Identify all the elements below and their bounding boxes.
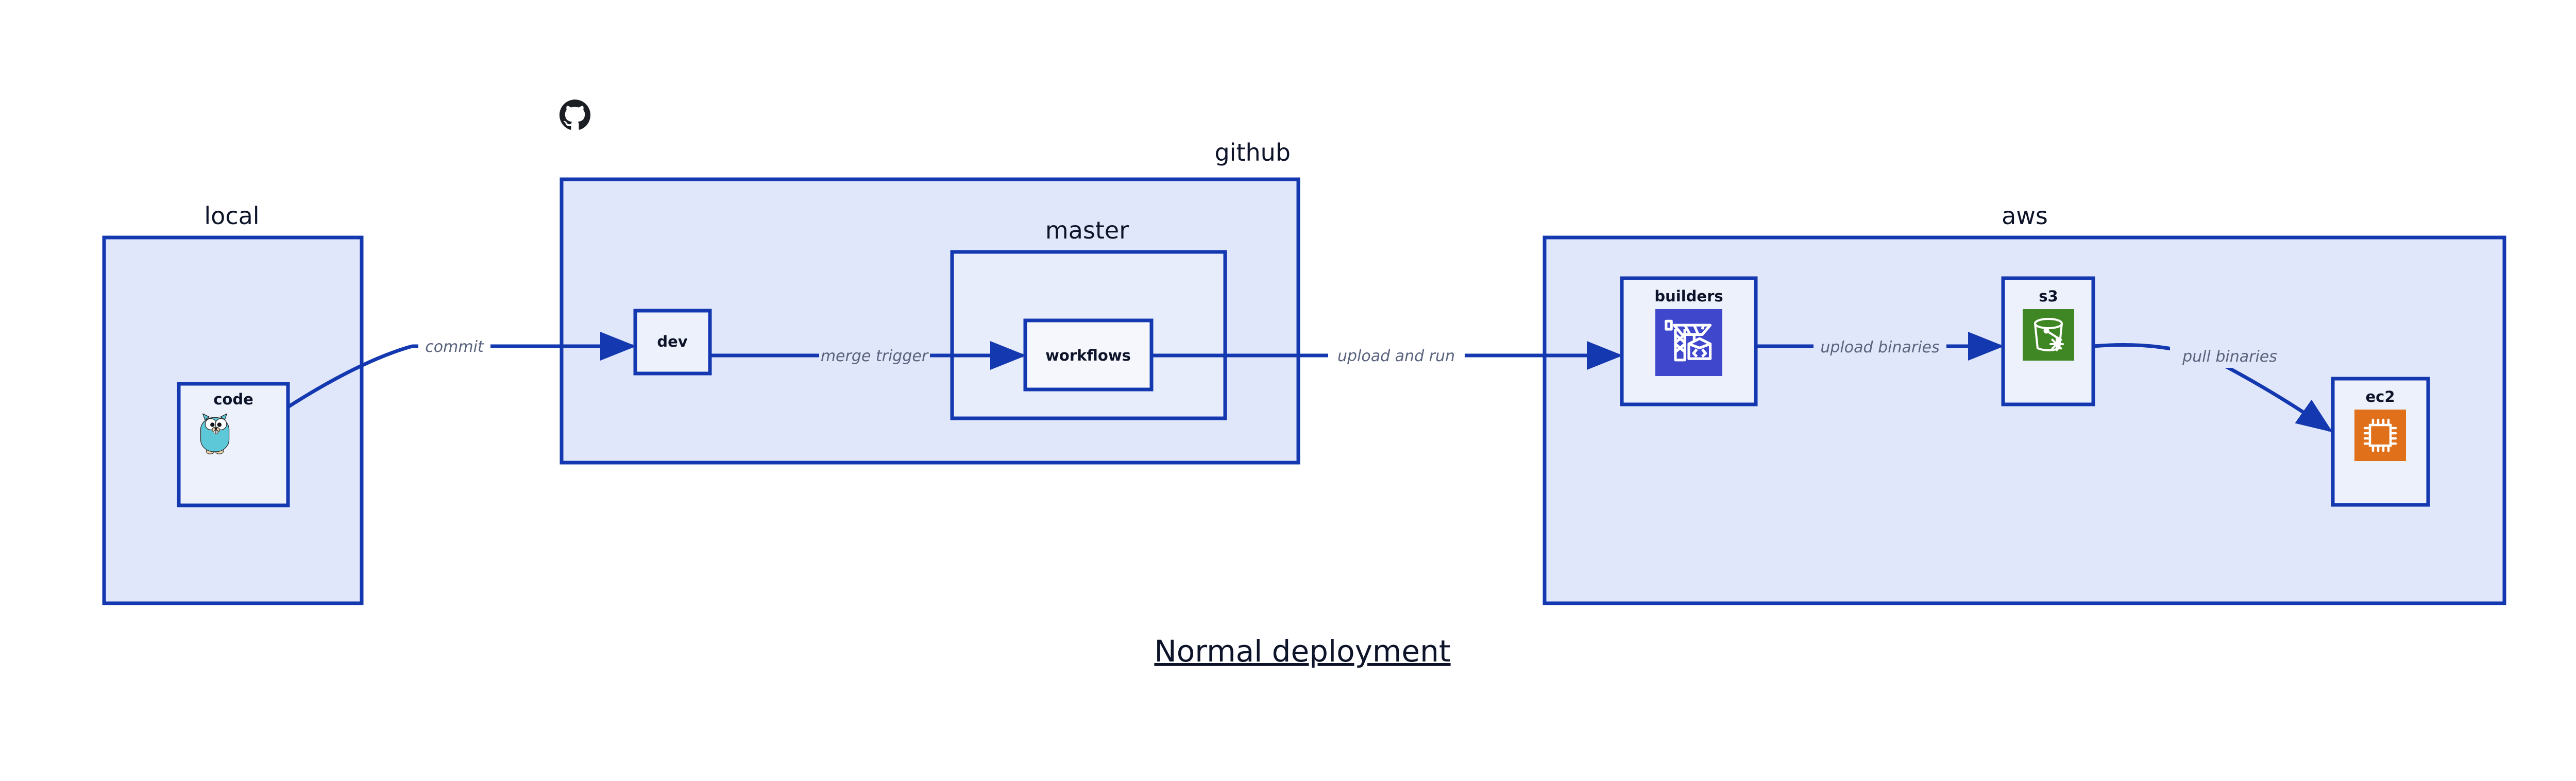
node-dev[interactable]: dev [633, 309, 712, 376]
node-label-ec2: ec2 [2365, 388, 2395, 405]
node-label-workflows: workflows [1045, 347, 1131, 364]
node-code[interactable]: code [177, 382, 290, 507]
node-label-builders: builders [1654, 287, 1723, 305]
edge-line-commit [287, 344, 413, 409]
node-box-code[interactable] [177, 382, 290, 507]
edge-label-bg-pull-binaries [2170, 344, 2290, 368]
edge-label-pull-binaries: pull binaries [2182, 348, 2277, 366]
node-workflows[interactable]: workflows [1023, 318, 1154, 392]
go-gopher-icon [200, 413, 230, 454]
node-label-dev: dev [657, 333, 687, 350]
group-label-local: local [204, 202, 259, 230]
edge-label-commit: commit [425, 338, 484, 356]
subgroup-label-master: master [1045, 216, 1129, 244]
diagram-title-group: Normal deployment [1154, 634, 1450, 669]
edge-label-bg-merge-trigger [819, 344, 930, 367]
edge-code-to-dev[interactable]: commit [287, 332, 636, 409]
github-octocat-logo [559, 99, 591, 130]
aws-s3-glacier-icon [2022, 308, 2075, 362]
edge-builders-to-s3[interactable]: upload binaries [1756, 332, 2004, 361]
edge-line-pull-binaries-b [2224, 364, 2333, 433]
node-builders[interactable]: builders [1620, 276, 1758, 406]
aws-ec2-icon [2354, 410, 2406, 461]
node-s3[interactable]: s3 [2001, 276, 2095, 406]
edge-label-merge-trigger: merge trigger [821, 347, 929, 365]
group-label-aws: aws [2002, 202, 2048, 230]
node-box-dev[interactable] [633, 309, 712, 376]
edge-label-bg-upload-binaries [1814, 335, 1946, 359]
group-label-github: github [1214, 139, 1291, 166]
edge-label-upload-and-run: upload and run [1337, 347, 1455, 365]
node-box-workflows[interactable] [1023, 318, 1154, 392]
edge-dev-to-workflows[interactable]: merge trigger [710, 341, 1026, 370]
aws-codebuild-icon [1655, 309, 1722, 376]
edge-s3-to-ec2[interactable]: pull binaries [2093, 343, 2333, 433]
edge-workflows-to-builders[interactable]: upload and run [1151, 341, 1623, 370]
edge-label-upload-binaries: upload binaries [1820, 338, 1939, 356]
edge-label-bg-commit [418, 335, 490, 358]
edge-label-bg-upload-and-run [1328, 344, 1465, 367]
node-label-s3: s3 [2039, 287, 2058, 305]
node-label-code: code [213, 390, 253, 408]
page-title: Normal deployment [1154, 634, 1450, 669]
node-ec2[interactable]: ec2 [2331, 377, 2430, 507]
